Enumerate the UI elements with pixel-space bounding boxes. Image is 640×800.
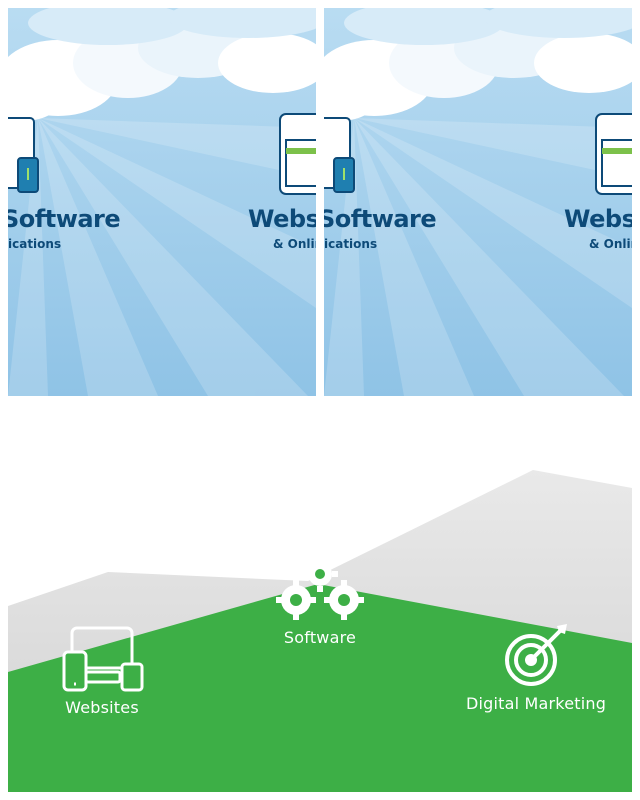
hero-title-websites: Websi xyxy=(564,205,632,233)
devices-icon xyxy=(62,626,144,692)
mountain-background xyxy=(8,396,632,792)
hero-subtitle-applications: ications xyxy=(8,237,62,251)
service-websites-label: Websites xyxy=(65,698,139,717)
service-software-label: Software xyxy=(283,628,357,647)
website-illustration xyxy=(595,113,632,195)
service-websites[interactable]: Websites xyxy=(57,626,147,717)
sky-background xyxy=(324,8,632,396)
target-icon xyxy=(505,624,567,686)
services-section: Websites xyxy=(8,396,632,792)
sky-background xyxy=(8,8,316,396)
hero-banner-left[interactable]: Software ications Websi & Onlin xyxy=(8,8,316,396)
clouds xyxy=(8,8,316,121)
software-illustration xyxy=(324,117,355,193)
clouds xyxy=(324,8,632,121)
hero-title-software: Software xyxy=(324,205,437,233)
hero-subtitle-online: & Onlin xyxy=(589,237,632,251)
service-digital-marketing[interactable]: Digital Marketing xyxy=(456,622,616,713)
hero-subtitle-online: & Onlin xyxy=(273,237,316,251)
software-illustration xyxy=(8,117,39,193)
hero-banner-right[interactable]: Software ications Websi & Onlin xyxy=(324,8,632,396)
gears-icon xyxy=(276,556,364,620)
service-software[interactable]: Software xyxy=(270,556,370,647)
hero-title-software: Software xyxy=(8,205,121,233)
website-illustration xyxy=(279,113,316,195)
hero-title-websites: Websi xyxy=(248,205,316,233)
service-digital-marketing-label: Digital Marketing xyxy=(465,694,607,713)
hero-subtitle-applications: ications xyxy=(324,237,378,251)
